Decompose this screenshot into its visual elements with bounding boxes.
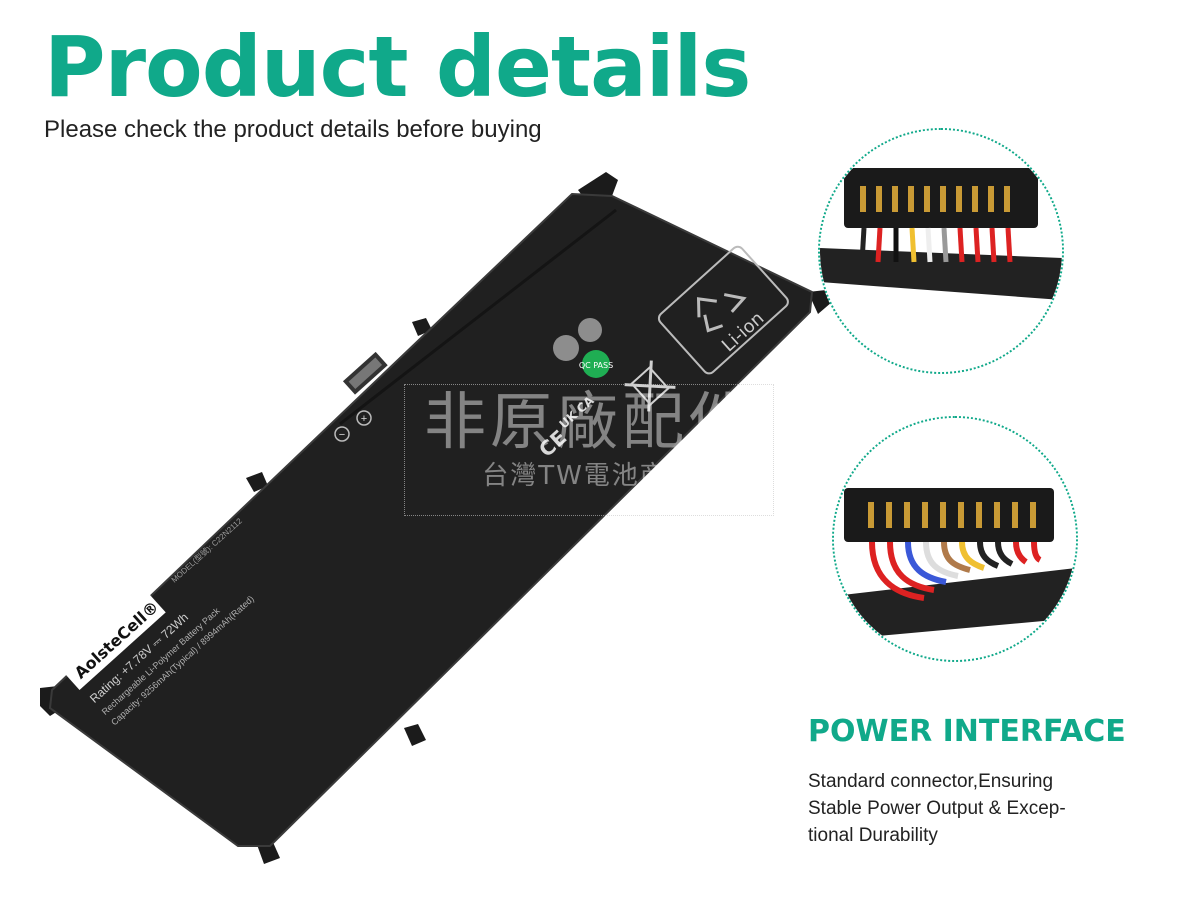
connector-image [834,418,1076,660]
watermark: 非原廠配件 台灣TW電池商城 [404,384,774,516]
connector-closeup-bottom [832,416,1078,662]
qc-pass-mark: QC PASS [579,361,613,370]
minus-terminal: − [339,429,345,441]
feature-line: Standard connector,Ensuring [808,771,1054,792]
feature-line: tional Durability [808,825,938,846]
feature-description: Standard connector,Ensuring Stable Power… [808,768,1148,849]
feature-line: Stable Power Output & Excep- [808,798,1066,819]
watermark-sub-text: 台灣TW電池商城 [482,461,696,491]
connector-closeup-top [818,128,1064,374]
connector-image [820,130,1062,372]
feature-heading: POWER INTERFACE [808,714,1126,749]
page-title: Product details [44,18,751,116]
watermark-main-text: 非原廠配件 [423,385,754,458]
page-subtitle: Please check the product details before … [44,116,542,143]
plus-terminal: + [361,413,367,425]
